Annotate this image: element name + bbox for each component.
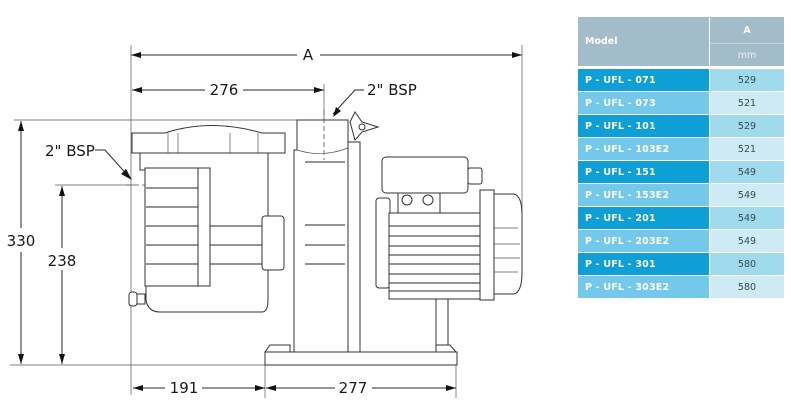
dimension-191: 191: [133, 379, 265, 397]
table-row: P - UFL - 151 549: [578, 160, 784, 184]
basket-ribs: [146, 187, 262, 265]
model-cell: P - UFL - 303E2: [578, 275, 710, 299]
dimension-a-cell: 549: [709, 229, 784, 253]
pump-dimension-drawing: A 276 2" BSP 2" BSP 330 238 191: [7, 45, 523, 398]
table-row: P - UFL - 101 529: [578, 114, 784, 138]
pump-housing: [264, 110, 458, 366]
housing-ribs: [305, 161, 345, 265]
outlet-bsp-label: 2" BSP: [367, 81, 417, 99]
model-cell: P - UFL - 201: [578, 206, 710, 230]
table-row: P - UFL - 071 529: [578, 67, 784, 92]
dimension-330-label: 330: [7, 232, 36, 250]
model-cell: P - UFL - 101: [578, 114, 710, 138]
table-row: P - UFL - 153E2 549: [578, 183, 784, 207]
dimension-238-label: 238: [48, 252, 77, 270]
dimension-a-cell: 549: [709, 160, 784, 184]
table-row: P - UFL - 303E2 580: [578, 275, 784, 299]
dimension-a-cell: 521: [709, 137, 784, 161]
model-cell: P - UFL - 151: [578, 160, 710, 184]
dimension-330: 330: [7, 121, 36, 364]
table-row: P - UFL - 201 549: [578, 206, 784, 230]
dimension-a-cell: 529: [709, 67, 784, 92]
outlet-leader: 2" BSP: [332, 81, 417, 117]
inlet-bsp-label: 2" BSP: [45, 142, 95, 160]
table-row: P - UFL - 073 521: [578, 91, 784, 115]
dimension-a-cell: 580: [709, 252, 784, 276]
header-a: A: [709, 17, 784, 44]
model-cell: P - UFL - 153E2: [578, 183, 710, 207]
header-model: Model: [578, 17, 710, 69]
table-row: P - UFL - 301 580: [578, 252, 784, 276]
dimension-277-label: 277: [339, 379, 368, 397]
table-row: P - UFL - 103E2 521: [578, 137, 784, 161]
dimension-a: A: [131, 46, 522, 64]
header-unit: mm: [709, 43, 784, 69]
dimension-276-label: 276: [210, 81, 239, 99]
dimension-a-cell: 549: [709, 206, 784, 230]
motor: [375, 156, 523, 301]
inlet-leader: 2" BSP: [45, 142, 132, 180]
extension-lines: [10, 45, 523, 398]
dimension-191-label: 191: [170, 379, 199, 397]
model-cell: P - UFL - 203E2: [578, 229, 710, 253]
dimension-276: 276: [132, 81, 324, 99]
model-cell: P - UFL - 071: [578, 67, 710, 92]
model-cell: P - UFL - 301: [578, 252, 710, 276]
dimension-a-cell: 529: [709, 114, 784, 138]
dimension-277: 277: [266, 379, 456, 397]
motor-fins: [389, 225, 497, 284]
strainer-basket: [126, 125, 286, 313]
dimension-238: 238: [48, 186, 77, 364]
dimension-a-cell: 549: [709, 183, 784, 207]
table-header-row: Model A: [578, 17, 784, 69]
dimension-a-cell: 521: [709, 91, 784, 115]
table-unit-row: mm: [578, 43, 784, 69]
table-row: P - UFL - 203E2 549: [578, 229, 784, 253]
dimension-a-label: A: [303, 46, 314, 64]
model-cell: P - UFL - 073: [578, 91, 710, 115]
dimension-a-cell: 580: [709, 275, 784, 299]
model-dimension-table: Model A mm P - UFL - 071 529 P - UFL - 0…: [578, 17, 784, 299]
model-cell: P - UFL - 103E2: [578, 137, 710, 161]
